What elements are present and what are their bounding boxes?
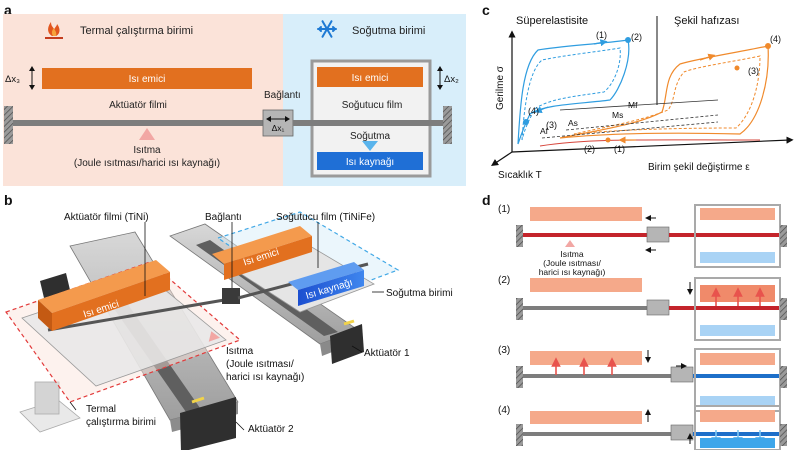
connection-block bbox=[262, 109, 294, 137]
heating-detail-b-1: (Joule ısıtması/ bbox=[226, 359, 294, 370]
refrigerant-film-label: Soğutucu film bbox=[342, 100, 403, 111]
refrigerant-film-bar bbox=[293, 120, 443, 126]
thermal-unit-label-b-2: çalıştırma birimi bbox=[86, 417, 156, 428]
strain-axis bbox=[511, 136, 794, 153]
shape-memory-label: Şekil hafızası bbox=[674, 15, 739, 27]
cooling-label: Soğutma bbox=[350, 131, 390, 142]
actuator-film-label: Aktüatör filmi bbox=[109, 100, 167, 111]
panel-label-c: c bbox=[482, 2, 490, 18]
thermal-unit-background bbox=[3, 14, 283, 186]
sm-point-3 bbox=[734, 65, 740, 71]
heating-detail-b-2: harici ısı kaynağı) bbox=[226, 372, 304, 383]
actuator-film-bar bbox=[13, 120, 265, 126]
heating-label-d: Isıtma bbox=[560, 249, 583, 259]
se-marker-1: (1) bbox=[596, 30, 607, 40]
heating-arrow-icon bbox=[139, 128, 155, 140]
temperature-axis bbox=[491, 151, 513, 166]
temperature-axis-label: Sıcaklık T bbox=[498, 170, 542, 181]
flame-icon bbox=[45, 22, 63, 39]
se-marker-4: (4) bbox=[528, 106, 539, 116]
sm-marker-4: (4) bbox=[770, 34, 781, 44]
se-marker-2: (2) bbox=[631, 32, 642, 42]
step-1: (1) Isıtma (Joule ısıtması/ harici ısı k… bbox=[498, 204, 787, 277]
step-3: (3) bbox=[498, 345, 787, 412]
dx3-arrow bbox=[29, 66, 35, 90]
dx1-arrow bbox=[266, 116, 290, 122]
step-2-label: (2) bbox=[498, 275, 510, 286]
step-4-label: (4) bbox=[498, 405, 510, 416]
step-4: (4) bbox=[498, 405, 787, 450]
cooling-unit-title: Soğutma birimi bbox=[352, 25, 425, 37]
step-1-label: (1) bbox=[498, 204, 510, 215]
snowflake-icon bbox=[317, 20, 337, 38]
sm-point-2 bbox=[605, 137, 611, 143]
se-point-2 bbox=[625, 37, 631, 43]
label-As: As bbox=[568, 118, 578, 128]
superelastic-loop-outer bbox=[517, 39, 630, 145]
label-Mf: Mf bbox=[628, 100, 638, 110]
dx2-label: Δx₂ bbox=[444, 74, 459, 85]
connection-label-b: Bağlantı bbox=[205, 212, 242, 223]
panel-d: (1) Isıtma (Joule ısıtması/ harici ısı k… bbox=[498, 204, 787, 450]
dx2-arrow bbox=[437, 66, 443, 90]
right-wall-hatched bbox=[443, 106, 452, 144]
shape-memory-loop-dashed bbox=[573, 55, 761, 135]
actuator-film-tini-label: Aktüatör filmi (TiNi) bbox=[64, 212, 149, 223]
step-2: (2) bbox=[498, 275, 787, 341]
panel-c: Süperelastisite Şekil hafızası Gerilme σ… bbox=[491, 15, 794, 181]
label-Af: Af bbox=[540, 126, 549, 136]
heat-source-bar bbox=[317, 152, 423, 170]
heating-label-b: Isıtma bbox=[226, 346, 254, 357]
heat-sink-block-2 bbox=[212, 226, 312, 280]
actuator-2-label: Aktüatör 2 bbox=[248, 424, 294, 435]
heating-label: Isıtma bbox=[133, 145, 161, 156]
actuator-film-tini bbox=[47, 296, 237, 332]
heat-source-block bbox=[288, 262, 364, 306]
superelasticity-label: Süperelastisite bbox=[516, 15, 588, 27]
stress-axis-label: Gerilme σ bbox=[495, 65, 506, 110]
shape-memory-loop-orange bbox=[559, 45, 769, 139]
sm-marker-3: (3) bbox=[748, 66, 759, 76]
panel-b: Isı emici Isı emici Isı kaynağı Aktüatör… bbox=[5, 211, 453, 450]
cooling-unit-label-b: Soğutma birimi bbox=[386, 288, 453, 299]
heat-sink-block-1 bbox=[38, 260, 170, 331]
cooling-arrow-icon bbox=[362, 141, 378, 151]
panel-label-a: a bbox=[4, 2, 12, 18]
heating-arrow-icon-b bbox=[208, 331, 221, 342]
heat-sink-left-label: Isı emici bbox=[129, 74, 166, 85]
actuator-1-label: Aktüatör 1 bbox=[364, 348, 410, 359]
sm-point-4 bbox=[765, 43, 771, 49]
panel-a: Termal çalıştırma birimi Soğutma birimi … bbox=[3, 14, 466, 186]
dx1-label: Δx₁ bbox=[272, 123, 285, 133]
connection-label: Bağlantı bbox=[264, 90, 301, 101]
se-point-4 bbox=[523, 119, 529, 125]
heat-sink-right-label: Isı emici bbox=[352, 73, 389, 84]
se-marker-3: (3) bbox=[546, 120, 557, 130]
heating-detail-d-1: (Joule ısıtması/ bbox=[543, 258, 601, 268]
dx3-label: Δx₃ bbox=[5, 74, 20, 85]
thermal-unit-label-b-1: Termal bbox=[86, 404, 116, 415]
sm-marker-1: (1) bbox=[614, 144, 625, 154]
heat-source-label: Isı kaynağı bbox=[346, 157, 394, 168]
step-3-label: (3) bbox=[498, 345, 510, 356]
heat-sink-left bbox=[42, 68, 252, 89]
heating-detail-d-2: harici ısı kaynağı) bbox=[539, 267, 606, 277]
strain-axis-label: Birim şekil değiştirme ε bbox=[648, 162, 750, 173]
label-Ms: Ms bbox=[612, 110, 623, 120]
left-wall-hatched bbox=[4, 106, 13, 144]
panel-label-d: d bbox=[482, 192, 491, 208]
heating-detail-label: (Joule ısıtması/harici ısı kaynağı) bbox=[74, 158, 220, 169]
refrigerant-film-tinife-label: Soğutucu film (TiNiFe) bbox=[276, 212, 375, 223]
sm-marker-2: (2) bbox=[584, 144, 595, 154]
thermal-unit-title: Termal çalıştırma birimi bbox=[80, 25, 193, 37]
panel-label-b: b bbox=[4, 192, 13, 208]
connection-block-3d bbox=[222, 288, 240, 304]
heat-sink-right bbox=[317, 67, 423, 87]
heating-arrow-icon-d bbox=[565, 240, 575, 247]
stand bbox=[19, 381, 81, 433]
